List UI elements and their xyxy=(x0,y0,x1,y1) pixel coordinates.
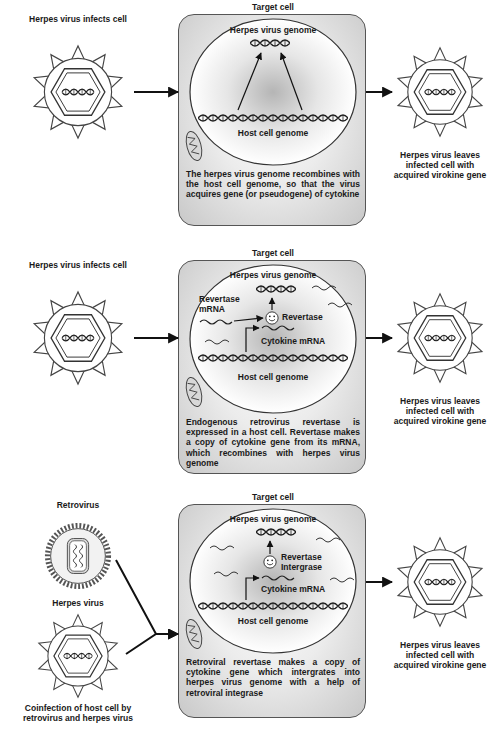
node-text: Herpes virus leaves infected cell with a… xyxy=(392,640,488,671)
virus-node: Herpes virus leaves infected cell with a… xyxy=(392,534,488,674)
flow-arrow xyxy=(126,634,178,654)
nucleus-ellipse xyxy=(190,509,356,653)
target-cell: Target cellThe herpes virus genome recom… xyxy=(178,14,366,226)
node-text: Herpes virus genome xyxy=(189,25,357,35)
node-text: Host cell genome xyxy=(189,128,357,138)
virus-node: Herpes virus infects cell xyxy=(22,12,134,142)
nucleus-outline xyxy=(189,508,357,654)
node-text: Revertase xyxy=(281,552,341,562)
node-text: Herpes virus leaves infected cell with a… xyxy=(392,396,488,427)
retrovirus-icon xyxy=(48,526,109,587)
node-text: Herpes virus genome xyxy=(189,514,357,524)
node-text: Target cell xyxy=(179,248,367,258)
node-text: Revertase mRNA xyxy=(199,294,245,314)
node-text: The herpes virus genome recombines with … xyxy=(186,169,360,200)
flow-arrow xyxy=(366,337,392,339)
herpes-virus-icon xyxy=(396,294,484,382)
node-text: Herpes virus infects cell xyxy=(22,14,134,24)
node-text: Host cell genome xyxy=(189,616,357,626)
nucleus: Herpes virus genomeRevertaseIntergraseCy… xyxy=(189,508,357,654)
node-text: Herpes virus leaves infected cell with a… xyxy=(392,150,488,181)
nucleus-outline xyxy=(189,18,357,166)
node-text: Cytokine mRNA xyxy=(261,584,341,594)
node-text: Endogenous retrovirus revertase is expre… xyxy=(186,417,360,468)
node-text: Intergrase xyxy=(281,562,341,572)
flow-arrow xyxy=(366,91,392,93)
nucleus: Herpes virus genomeRevertase mRNA Reverta… xyxy=(189,264,357,414)
virus-node: Herpes virus infects cell xyxy=(22,258,134,388)
nucleus-ellipse xyxy=(190,19,356,165)
target-cell: Target cellEndogenous retrovirus reverta… xyxy=(178,260,366,474)
flow-arrow xyxy=(116,560,178,634)
node-text: Retrovirus xyxy=(40,500,116,510)
node-text: Revertase xyxy=(282,312,342,322)
flow-arrow xyxy=(134,91,178,93)
herpes-virus-icon xyxy=(396,48,484,136)
node-text: Herpes virus genome xyxy=(189,270,357,280)
virus-node: Herpes virus leaves infected cell with a… xyxy=(392,44,488,184)
node-text: Cytokine mRNA xyxy=(261,336,341,346)
nucleus-ellipse xyxy=(190,265,356,413)
herpes-virus-icon xyxy=(32,292,124,384)
herpes-virus-icon xyxy=(396,538,484,626)
herpes-virus-icon xyxy=(37,615,119,698)
node-text: Herpes virus xyxy=(30,598,126,608)
node-text: Retroviral revertase makes a copy of cyt… xyxy=(186,657,360,698)
herpes-virus-icon xyxy=(32,46,124,138)
nucleus: Herpes virus genomeHost cell genome xyxy=(189,18,357,166)
flow-arrow xyxy=(366,581,392,583)
node-text: Target cell xyxy=(179,492,367,502)
node-text: Host cell genome xyxy=(189,372,357,382)
target-cell: Target cellRetroviral revertase makes a … xyxy=(178,504,366,718)
node-text: Herpes virus infects cell xyxy=(22,260,134,270)
node-text: Target cell xyxy=(179,2,367,12)
virus-node: Herpes virus leaves infected cell with a… xyxy=(392,290,488,430)
note-label: Coinfection of host cell by retrovirus a… xyxy=(18,703,138,723)
virus-node: Herpes virus xyxy=(30,598,126,702)
retrovirus-node: Retrovirus xyxy=(40,500,116,596)
flow-arrow xyxy=(134,337,178,339)
